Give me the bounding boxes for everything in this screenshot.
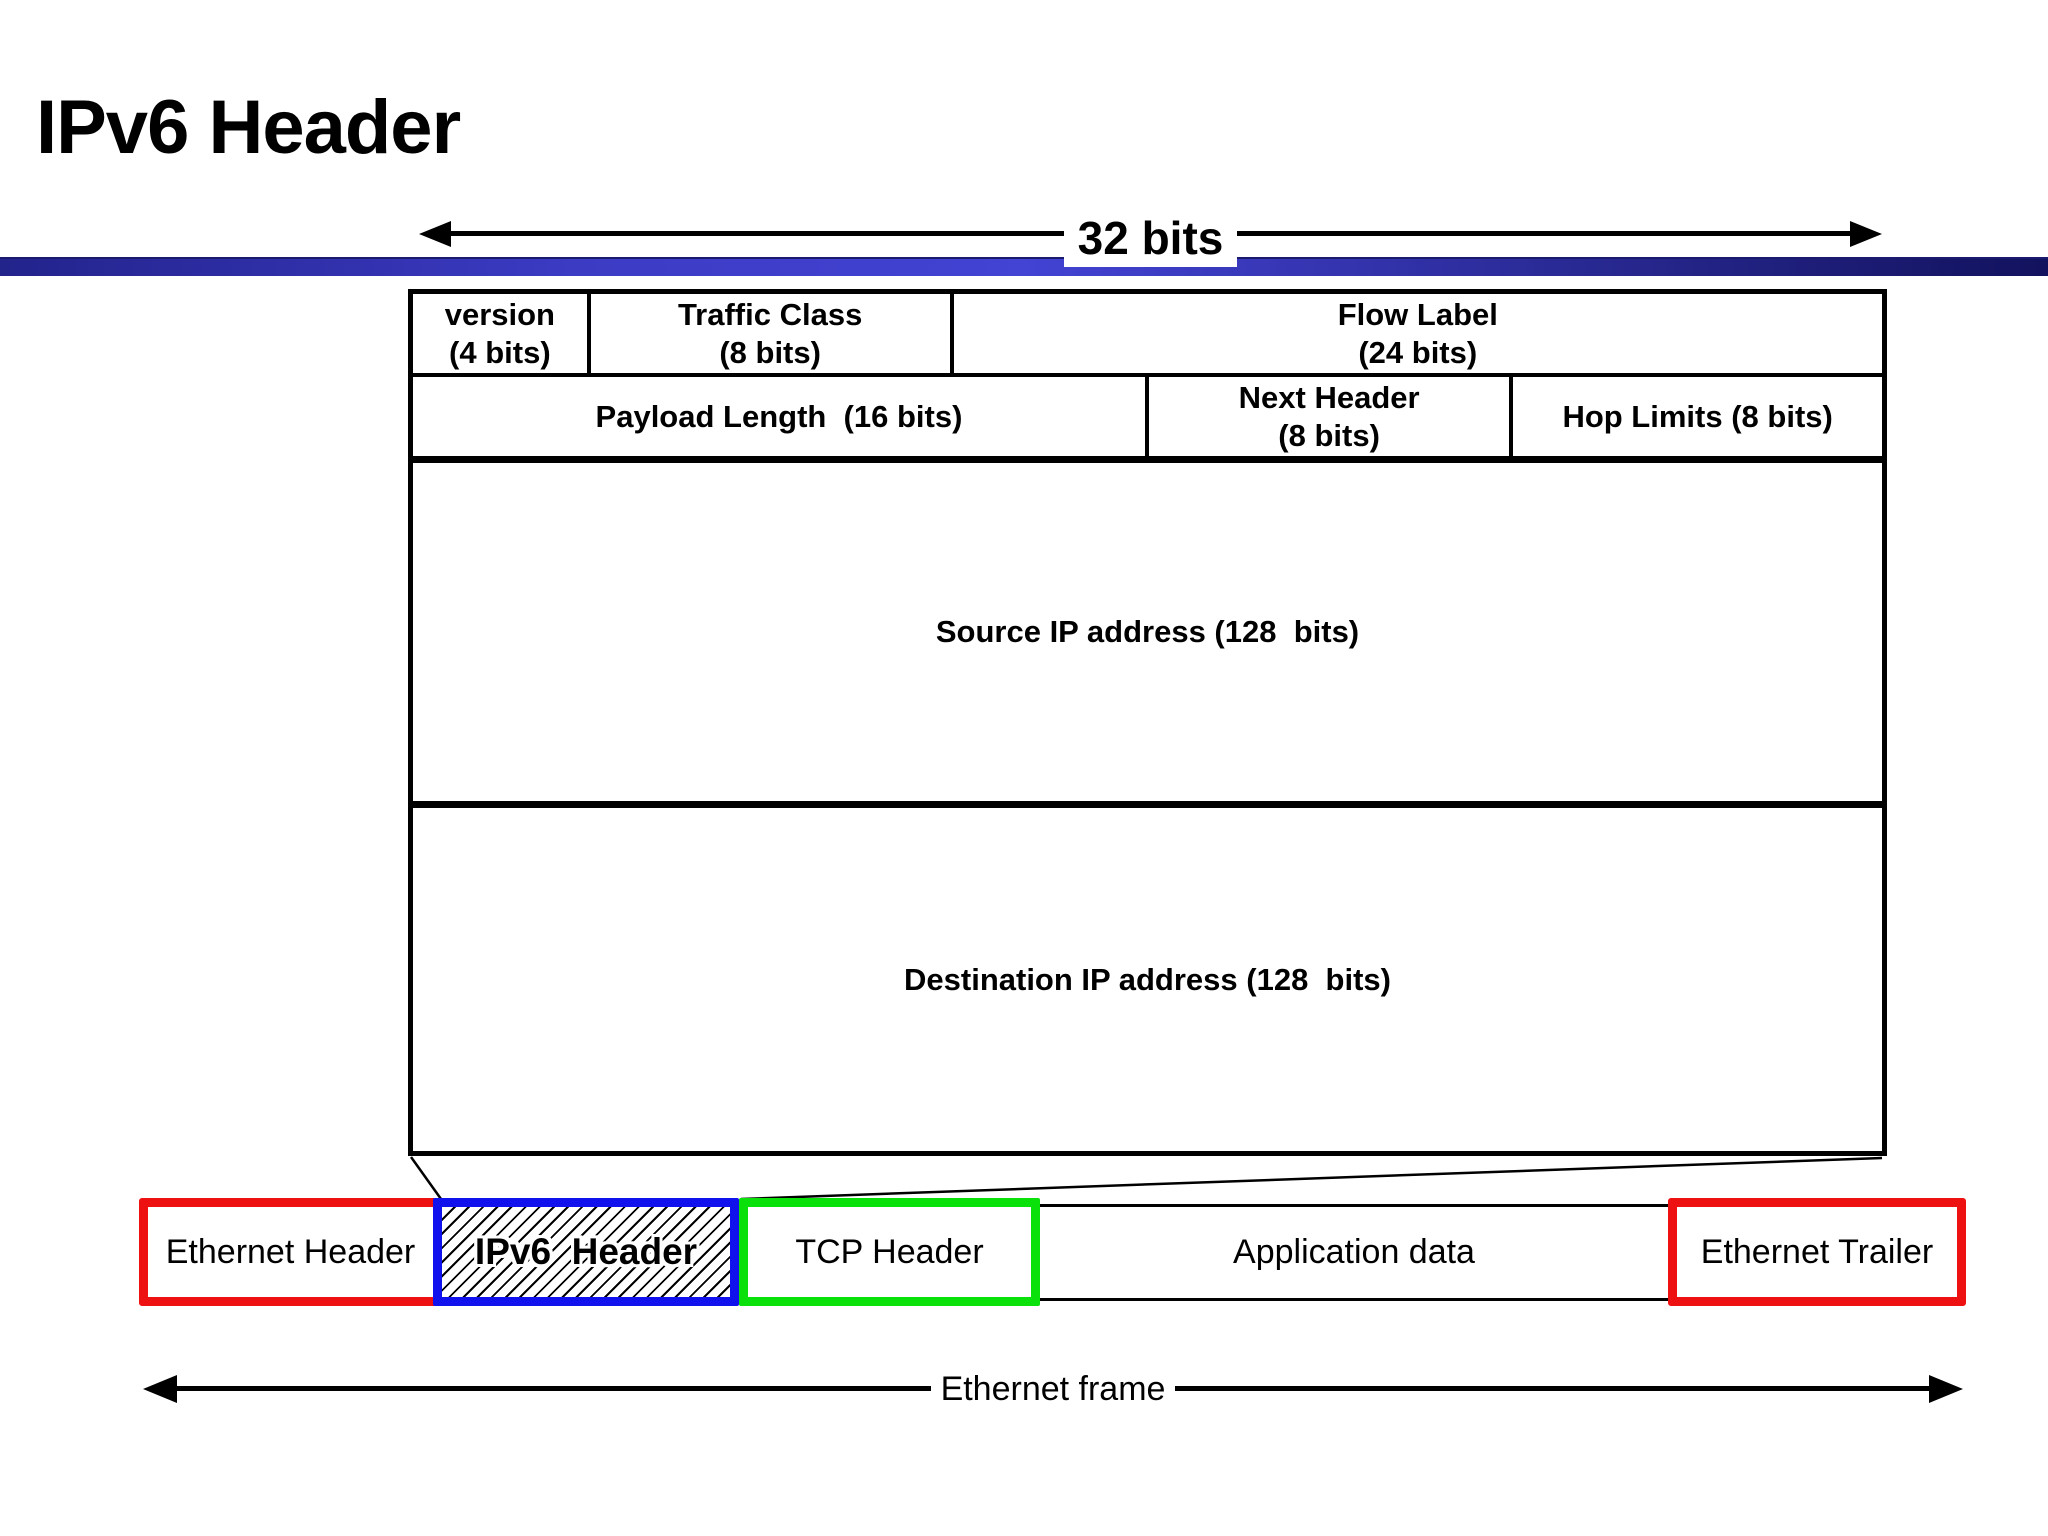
divider-bar	[0, 257, 2048, 276]
field-payload-length: Payload Length (16 bits)	[413, 377, 1149, 456]
field-bits: (8 bits)	[1278, 417, 1380, 453]
field-label: Source IP address (128 bits)	[935, 614, 1360, 649]
field-next-header: Next Header (8 bits)	[1149, 377, 1514, 456]
segment-label: IPv6 Header	[474, 1231, 698, 1272]
connector-line-left	[409, 1156, 443, 1200]
table-row: version (4 bits) Traffic Class (8 bits) …	[413, 294, 1882, 377]
segment-ethernet-trailer: Ethernet Trailer	[1668, 1198, 1966, 1306]
table-row: Payload Length (16 bits) Next Header (8 …	[413, 377, 1882, 463]
segment-label: Application data	[1233, 1233, 1475, 1271]
field-bits: (8 bits)	[719, 334, 821, 370]
segment-label: Ethernet Trailer	[1700, 1232, 1934, 1271]
page-title: IPv6 Header	[36, 85, 461, 170]
field-label: version	[444, 296, 555, 332]
bits-ruler-arrow: 32 bits	[419, 210, 1883, 267]
segment-label: Ethernet Header	[165, 1232, 416, 1271]
ethernet-frame-label: Ethernet frame	[930, 1368, 1176, 1410]
field-destination-ip-address: Destination IP address (128 bits)	[413, 808, 1882, 1151]
field-version: version (4 bits)	[413, 294, 591, 373]
field-label: Next Header	[1238, 379, 1420, 415]
ethernet-frame-ruler-arrow: Ethernet frame	[143, 1368, 1964, 1410]
arrow-line	[1175, 1386, 1930, 1391]
table-row: Destination IP address (128 bits)	[413, 808, 1882, 1151]
arrowhead-right-icon	[1929, 1375, 1964, 1403]
field-bits: (4 bits)	[449, 334, 551, 370]
field-source-ip-address: Source IP address (128 bits)	[413, 463, 1882, 801]
arrowhead-right-icon	[1850, 221, 1883, 247]
segment-application-data: Application data	[1040, 1204, 1668, 1301]
field-label: Hop Limits (8 bits)	[1562, 398, 1833, 434]
field-flow-label: Flow Label (24 bits)	[954, 294, 1882, 373]
field-label: Payload Length (16 bits)	[595, 398, 963, 434]
ipv6-header-table: version (4 bits) Traffic Class (8 bits) …	[408, 289, 1887, 1156]
segment-label: TCP Header	[795, 1232, 984, 1271]
field-label: Traffic Class	[677, 296, 863, 332]
segment-ipv6-header: IPv6 Header	[433, 1198, 739, 1306]
arrowhead-left-icon	[143, 1375, 177, 1403]
field-bits: (24 bits)	[1358, 334, 1478, 370]
field-label: Destination IP address (128 bits)	[904, 961, 1391, 997]
bits-ruler-label: 32 bits	[1063, 210, 1238, 267]
table-row: Source IP address (128 bits)	[413, 463, 1882, 808]
field-hop-limits: Hop Limits (8 bits)	[1513, 377, 1882, 456]
arrowhead-left-icon	[419, 221, 451, 247]
arrow-line	[451, 231, 1064, 236]
field-label: Flow Label	[1337, 296, 1498, 332]
arrow-line	[1237, 231, 1851, 236]
field-traffic-class: Traffic Class (8 bits)	[591, 294, 954, 373]
connector-line-right	[740, 1156, 1883, 1201]
arrow-line	[177, 1386, 931, 1391]
segment-tcp-header: TCP Header	[739, 1198, 1040, 1306]
segment-ethernet-header: Ethernet Header	[139, 1198, 442, 1306]
